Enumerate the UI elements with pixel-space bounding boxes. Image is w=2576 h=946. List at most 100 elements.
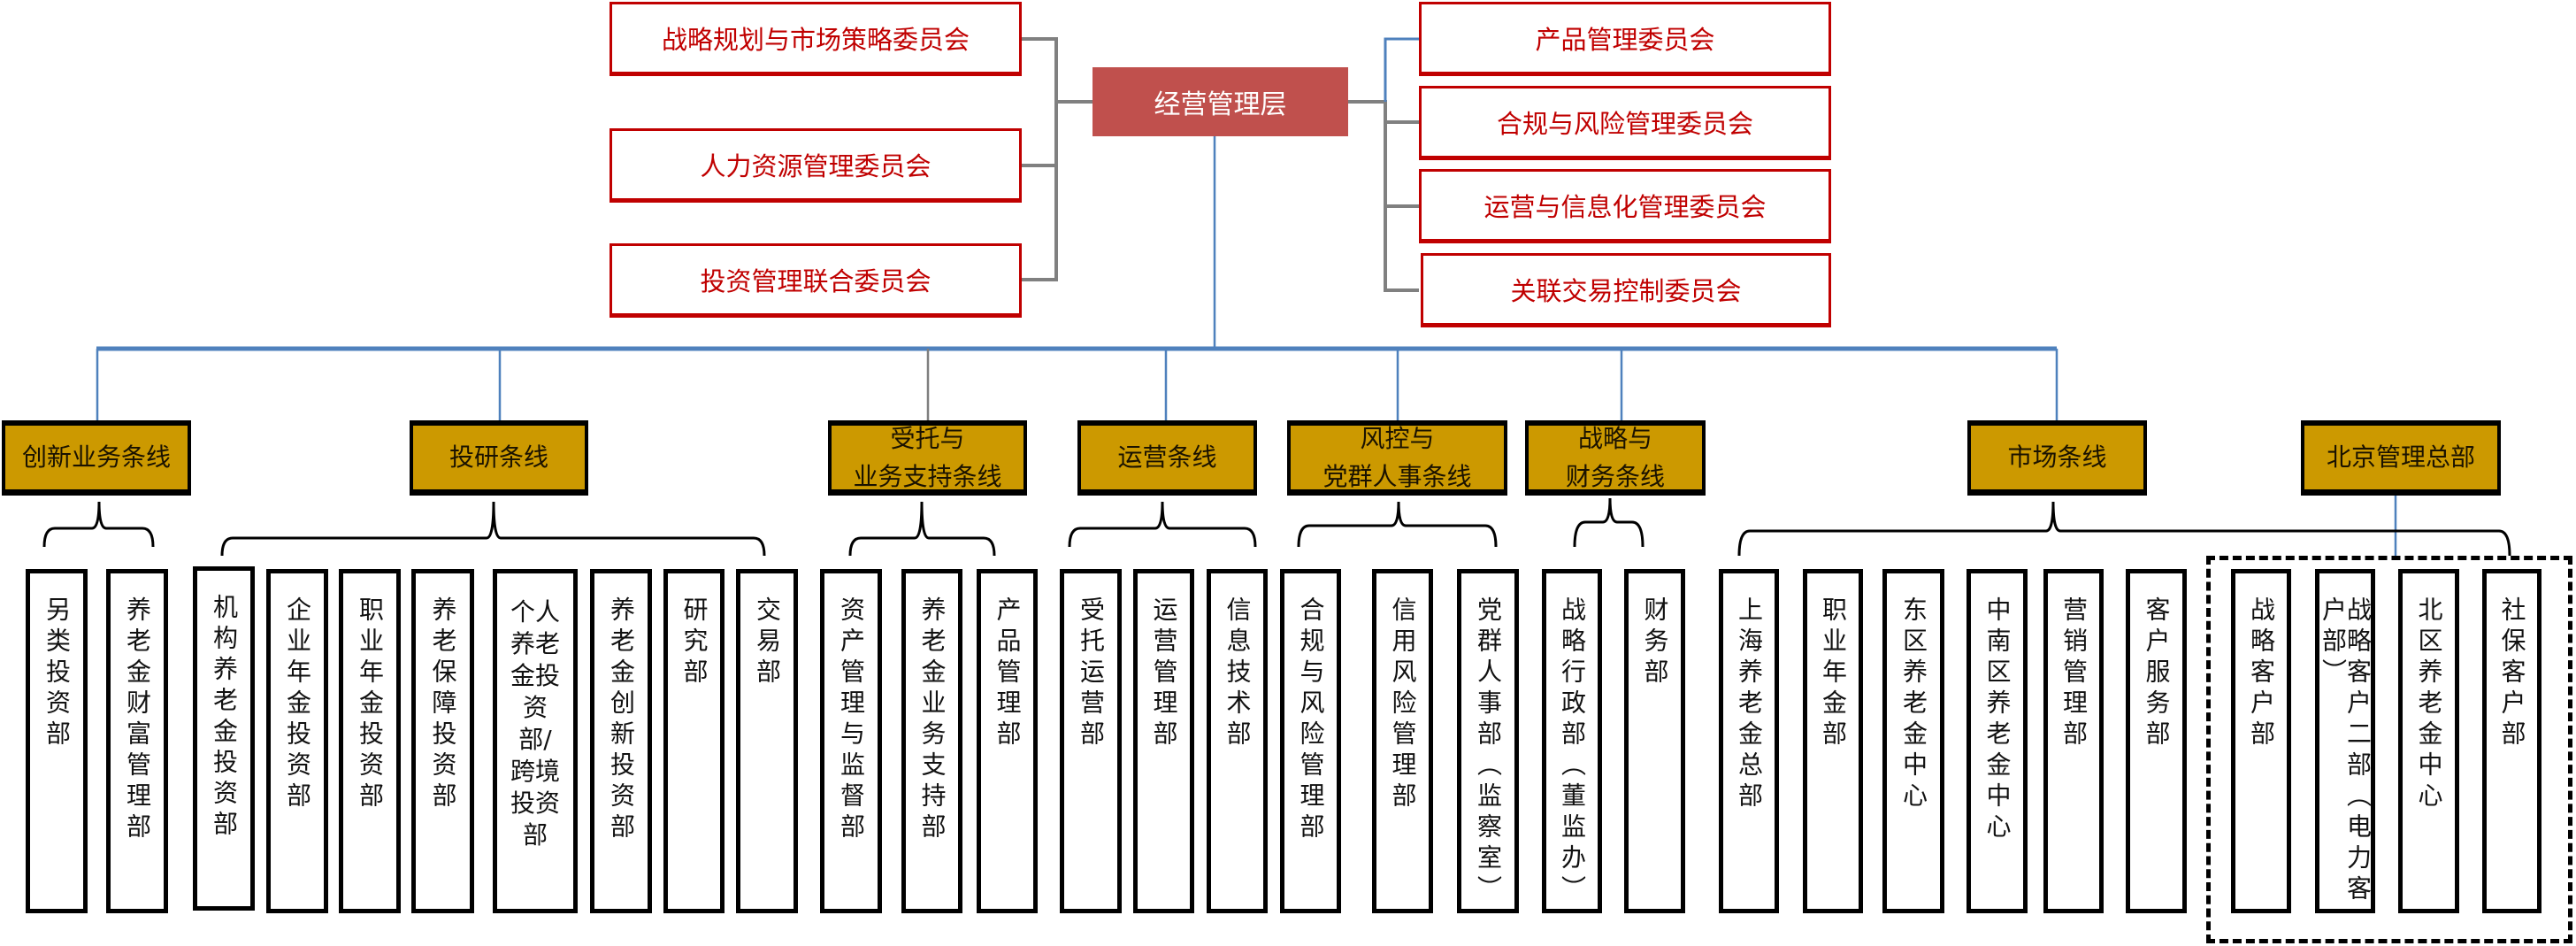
department-box[interactable]: 战略客户部 xyxy=(2231,569,2291,913)
department-box[interactable]: 机构养老金投资部 xyxy=(193,566,255,911)
brace-trustee xyxy=(848,501,996,557)
executive-label: 经营管理层 xyxy=(1154,89,1287,120)
department-box[interactable]: 研究部 xyxy=(663,569,724,913)
department-box[interactable]: 信用风险管理部 xyxy=(1372,569,1433,913)
committee-label: 战略规划与市场策略委员会 xyxy=(661,25,970,55)
department-label: 社保客户部 xyxy=(2497,596,2527,751)
department-label: 信用风险管理部 xyxy=(1388,596,1418,813)
department-box[interactable]: 战略行政部（董监办） xyxy=(1542,569,1602,913)
department-label: 个人养老金投资部/跨境投资部 xyxy=(510,597,560,850)
committee-label: 运营与信息化管理委员会 xyxy=(1484,192,1767,222)
department-label: 党群人事部（监察室） xyxy=(1474,596,1503,906)
department-box[interactable]: 合规与风险管理部 xyxy=(1280,569,1341,913)
executive-management-box[interactable]: 经营管理层 xyxy=(1092,67,1348,136)
department-label: 信息技术部 xyxy=(1223,596,1253,751)
committee-operations-it[interactable]: 运营与信息化管理委员会 xyxy=(1419,169,1831,243)
department-label: 另类投资部 xyxy=(42,596,72,751)
committee-compliance-risk[interactable]: 合规与风险管理委员会 xyxy=(1419,86,1831,160)
department-label: 运营管理部 xyxy=(1149,596,1179,751)
committee-label: 投资管理联合委员会 xyxy=(700,266,932,296)
department-box[interactable]: 受托运营部 xyxy=(1060,569,1122,913)
line-strategy-finance[interactable]: 战略与财务条线 xyxy=(1525,420,1706,496)
line-label: 市场条线 xyxy=(2007,442,2107,473)
line-label: 财务条线 xyxy=(1565,462,1665,491)
product-committee-link xyxy=(1384,37,1419,102)
line-label: 党群人事条线 xyxy=(1322,462,1472,491)
left-committee-bracket xyxy=(1022,37,1092,281)
committee-label: 人力资源管理委员会 xyxy=(700,151,932,181)
committee-investment-joint[interactable]: 投资管理联合委员会 xyxy=(610,243,1022,318)
department-box[interactable]: 产品管理部 xyxy=(977,569,1038,913)
department-box[interactable]: 上海养老金总部 xyxy=(1719,569,1779,913)
line-label: 战略与 xyxy=(1577,423,1652,453)
line-risk-party-hr[interactable]: 风控与党群人事条线 xyxy=(1287,420,1507,496)
department-label: 养老金创新投资部 xyxy=(607,596,636,844)
line-operations[interactable]: 运营条线 xyxy=(1077,420,1257,496)
department-label: 北区养老金中心 xyxy=(2414,596,2444,813)
line-beijing-hq[interactable]: 北京管理总部 xyxy=(2301,420,2501,496)
committee-human-resources[interactable]: 人力资源管理委员会 xyxy=(610,128,1022,203)
department-label: 战略行政部（董监办） xyxy=(1558,596,1587,906)
department-label: 客户服务部 xyxy=(2142,596,2172,751)
department-label: 战略客户部 xyxy=(2247,596,2276,751)
department-label: 受托运营部 xyxy=(1077,596,1106,751)
right-committee-bracket xyxy=(1348,100,1419,292)
department-box[interactable]: 养老金创新投资部 xyxy=(590,569,652,913)
line-label: 北京管理总部 xyxy=(2326,442,2475,473)
beijing-department-group xyxy=(2206,556,2572,943)
department-box[interactable]: 运营管理部 xyxy=(1133,569,1194,913)
department-box[interactable]: 个人养老金投资部/跨境投资部 xyxy=(493,569,578,913)
department-box[interactable]: 企业年金投资部 xyxy=(266,569,328,913)
line-trustee-support[interactable]: 受托与业务支持条线 xyxy=(828,420,1027,496)
line-label: 风控与 xyxy=(1360,423,1435,453)
department-box[interactable]: 客户服务部 xyxy=(2126,569,2187,913)
line-market[interactable]: 市场条线 xyxy=(1967,420,2147,496)
department-label: 中南区养老金中心 xyxy=(1982,596,2012,844)
department-label: 财务部 xyxy=(1640,596,1670,689)
brace-strategy xyxy=(1573,497,1644,548)
department-label: 合规与风险管理部 xyxy=(1296,596,1326,844)
department-box[interactable]: 营销管理部 xyxy=(2043,569,2104,913)
department-box[interactable]: 职业年金部 xyxy=(1803,569,1863,913)
line-innovation[interactable]: 创新业务条线 xyxy=(2,420,191,496)
department-box[interactable]: 另类投资部 xyxy=(26,569,88,913)
line-investment-research[interactable]: 投研条线 xyxy=(410,420,588,496)
brace-investment xyxy=(220,501,766,557)
department-box[interactable]: 信息技术部 xyxy=(1207,569,1268,913)
department-box[interactable]: 东区养老金中心 xyxy=(1882,569,1944,913)
brace-operations xyxy=(1068,501,1257,548)
department-label: 研究部 xyxy=(679,596,709,689)
department-box[interactable]: 社保客户部 xyxy=(2482,569,2542,913)
line-label: 运营条线 xyxy=(1117,442,1217,473)
department-box[interactable]: 养老金业务支持部 xyxy=(901,569,962,913)
committee-related-transactions[interactable]: 关联交易控制委员会 xyxy=(1421,253,1831,327)
committee-product[interactable]: 产品管理委员会 xyxy=(1419,2,1831,76)
department-label: 交易部 xyxy=(753,596,782,689)
department-label: 上海养老金总部 xyxy=(1735,596,1764,813)
department-label: 产品管理部 xyxy=(993,596,1023,751)
department-box[interactable]: 职业年金投资部 xyxy=(339,569,401,913)
committee-strategy-market[interactable]: 战略规划与市场策略委员会 xyxy=(610,2,1022,76)
department-label: 东区养老金中心 xyxy=(1899,596,1928,813)
department-box[interactable]: 北区养老金中心 xyxy=(2398,569,2459,913)
department-label: 资产管理与监督部 xyxy=(837,596,866,844)
department-label: 营销管理部 xyxy=(2059,596,2089,751)
brace-innovation xyxy=(42,501,155,548)
department-box[interactable]: 养老保障投资部 xyxy=(411,569,474,913)
department-box[interactable]: 交易部 xyxy=(736,569,798,913)
department-box[interactable]: 资产管理与监督部 xyxy=(820,569,882,913)
department-box[interactable]: 党群人事部（监察室） xyxy=(1457,569,1519,913)
department-box[interactable]: 养老金财富管理部 xyxy=(106,569,168,913)
brace-market xyxy=(1737,501,2511,557)
department-label: 养老金财富管理部 xyxy=(123,596,152,844)
brace-risk xyxy=(1297,501,1498,548)
committee-label: 关联交易控制委员会 xyxy=(1510,276,1742,306)
department-label: 机构养老金投资部 xyxy=(210,594,239,842)
department-label: 职业年金投资部 xyxy=(356,596,385,813)
department-label: 战略客户二部（电力客户部） xyxy=(2319,596,2373,906)
department-box[interactable]: 财务部 xyxy=(1624,569,1685,913)
line-label: 投研条线 xyxy=(448,442,548,473)
department-box[interactable]: 战略客户二部（电力客户部） xyxy=(2315,569,2375,913)
department-box[interactable]: 中南区养老金中心 xyxy=(1966,569,2028,913)
